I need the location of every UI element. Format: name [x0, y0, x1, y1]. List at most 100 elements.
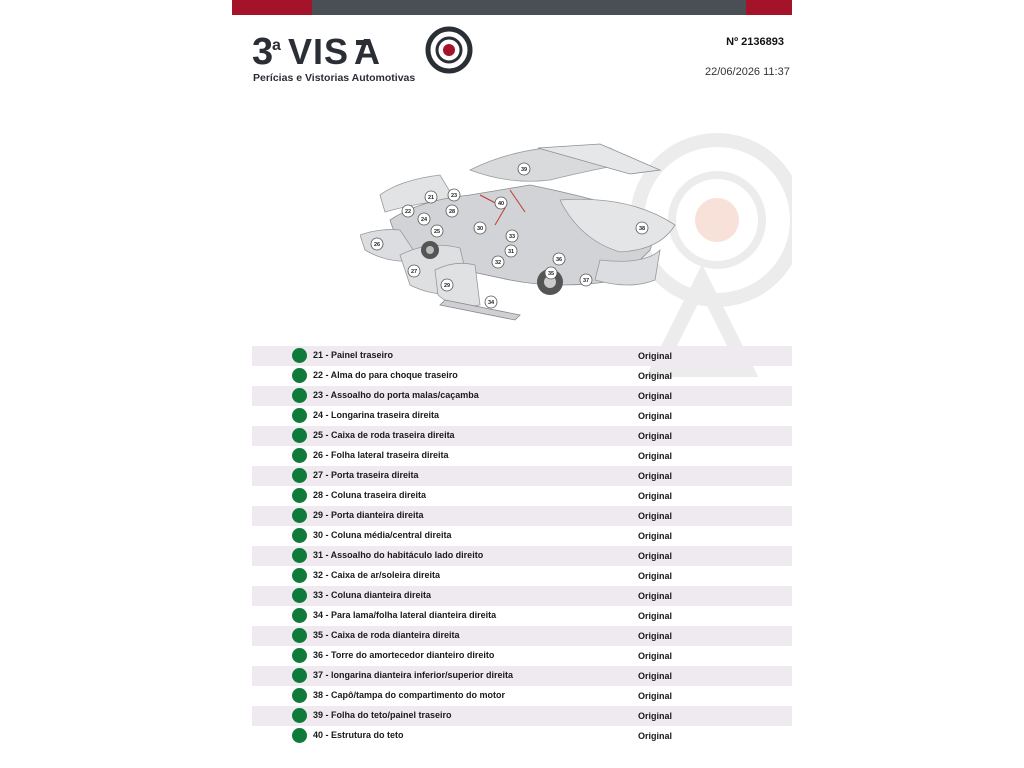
part-status: Original — [638, 491, 673, 501]
callout-40: 40 — [498, 201, 504, 207]
callout-38: 38 — [639, 226, 645, 232]
status-indicator-icon — [292, 708, 307, 723]
car-exploded-diagram: 21 22 23 24 25 26 27 28 29 30 31 32 33 3… — [360, 143, 676, 321]
part-row: 25 - Caixa de roda traseira direita Origi… — [252, 426, 792, 446]
part-label: 28 - Coluna traseira direita — [313, 490, 427, 500]
brand-logo: 3 a VIS A Perícias e Vistorias Automotiv… — [252, 26, 473, 84]
part-status: Original — [638, 371, 673, 381]
part-label: 33 - Coluna dianteira direita — [313, 590, 432, 600]
callout-29: 29 — [444, 283, 450, 289]
status-indicator-icon — [292, 628, 307, 643]
part-row: 35 - Caixa de roda dianteira direita Orig… — [252, 626, 792, 646]
status-indicator-icon — [292, 428, 307, 443]
document-date: 22/06/2026 11:37 — [705, 66, 790, 78]
part-status: Original — [638, 691, 673, 701]
part-label: 22 - Alma do para choque traseiro — [313, 370, 458, 380]
part-label: 34 - Para lama/folha lateral dianteira d… — [313, 610, 497, 620]
part-label: 29 - Porta dianteira direita — [313, 510, 424, 520]
part-row: 40 - Estrutura do teto Original — [252, 726, 792, 746]
callout-33: 33 — [509, 234, 515, 240]
callout-30: 30 — [477, 226, 483, 232]
svg-text:VIS: VIS — [288, 31, 349, 72]
brand-tagline: Perícias e Vistorias Automotivas — [253, 72, 415, 84]
callout-39: 39 — [521, 167, 527, 173]
part-status: Original — [638, 451, 673, 461]
part-row: 37 - longarina dianteira inferior/superi… — [252, 666, 792, 686]
part-label: 35 - Caixa de roda dianteira direita — [313, 630, 460, 640]
status-indicator-icon — [292, 448, 307, 463]
part-row: 22 - Alma do para choque traseiro Origina… — [252, 366, 792, 386]
part-status: Original — [638, 551, 673, 561]
svg-text:A: A — [354, 31, 380, 72]
part-row: 34 - Para lama/folha lateral dianteira d… — [252, 606, 792, 626]
part-label: 25 - Caixa de roda traseira direita — [313, 430, 455, 440]
part-label: 36 - Torre do amortecedor dianteiro dire… — [313, 650, 495, 660]
document-number: Nº 2136893 — [726, 36, 784, 48]
part-label: 23 - Assoalho do porta malas/caçamba — [313, 390, 479, 400]
callout-37: 37 — [583, 278, 589, 284]
status-indicator-icon — [292, 388, 307, 403]
callout-24: 24 — [421, 217, 428, 223]
callout-28: 28 — [449, 209, 455, 215]
part-status: Original — [638, 411, 673, 421]
callout-21: 21 — [428, 195, 434, 201]
part-row: 30 - Coluna média/central direita Origina… — [252, 526, 792, 546]
part-row: 38 - Capô/tampa do compartimento do moto… — [252, 686, 792, 706]
callout-25: 25 — [434, 229, 440, 235]
part-row: 21 - Painel traseiro Original — [252, 346, 792, 366]
status-indicator-icon — [292, 668, 307, 683]
status-indicator-icon — [292, 728, 307, 743]
callout-35: 35 — [548, 271, 554, 277]
part-label: 21 - Painel traseiro — [313, 350, 394, 360]
part-row: 33 - Coluna dianteira direita Original — [252, 586, 792, 606]
part-row: 23 - Assoalho do porta malas/caçamba Orig… — [252, 386, 792, 406]
part-label: 31 - Assoalho do habitáculo lado direito — [313, 550, 484, 560]
callout-27: 27 — [411, 269, 417, 275]
header-color-bar — [232, 0, 792, 15]
status-indicator-icon — [292, 648, 307, 663]
status-indicator-icon — [292, 588, 307, 603]
callout-22: 22 — [405, 209, 411, 215]
part-row: 36 - Torre do amortecedor dianteiro dire… — [252, 646, 792, 666]
part-status: Original — [638, 731, 673, 741]
part-status: Original — [638, 391, 673, 401]
part-status: Original — [638, 471, 673, 481]
status-indicator-icon — [292, 368, 307, 383]
status-indicator-icon — [292, 488, 307, 503]
status-indicator-icon — [292, 528, 307, 543]
report-page: 3 a VIS A Perícias e Vistorias Automotiv… — [232, 0, 792, 768]
part-status: Original — [638, 651, 673, 661]
part-status: Original — [638, 511, 673, 521]
part-label: 37 - longarina dianteira inferior/superi… — [313, 670, 514, 680]
status-indicator-icon — [292, 408, 307, 423]
part-status: Original — [638, 611, 673, 621]
part-status: Original — [638, 431, 673, 441]
callout-23: 23 — [451, 193, 457, 199]
status-indicator-icon — [292, 348, 307, 363]
part-label: 39 - Folha do teto/painel traseiro — [313, 710, 452, 720]
part-label: 38 - Capô/tampa do compartimento do moto… — [313, 690, 506, 700]
svg-text:3: 3 — [252, 31, 272, 73]
part-status: Original — [638, 531, 673, 541]
callout-34: 34 — [488, 300, 495, 306]
status-indicator-icon — [292, 568, 307, 583]
part-status: Original — [638, 591, 673, 601]
part-row: 26 - Folha lateral traseira direita Origi… — [252, 446, 792, 466]
part-status: Original — [638, 711, 673, 721]
svg-text:a: a — [272, 37, 281, 54]
status-indicator-icon — [292, 508, 307, 523]
part-status: Original — [638, 351, 673, 361]
part-label: 40 - Estrutura do teto — [313, 730, 404, 740]
part-status: Original — [638, 571, 673, 581]
callout-31: 31 — [508, 249, 514, 255]
part-label: 26 - Folha lateral traseira direita — [313, 450, 449, 460]
callout-26: 26 — [374, 242, 380, 248]
part-row: 28 - Coluna traseira direita Original — [252, 486, 792, 506]
part-row: 31 - Assoalho do habitáculo lado direito… — [252, 546, 792, 566]
status-indicator-icon — [292, 468, 307, 483]
part-label: 30 - Coluna média/central direita — [313, 530, 452, 540]
part-status: Original — [638, 631, 673, 641]
